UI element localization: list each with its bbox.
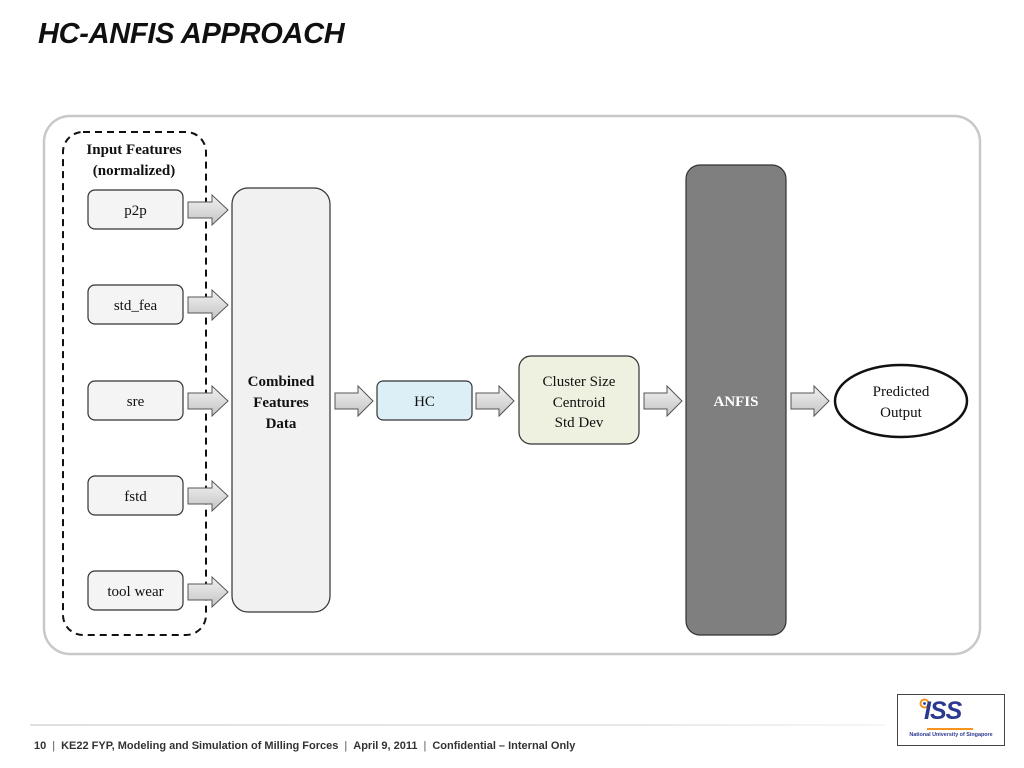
input-features-group bbox=[62, 131, 207, 636]
predicted-output-ellipse bbox=[833, 363, 969, 439]
iss-logo: ISS National University of Singapore bbox=[897, 694, 1005, 746]
footer-divider bbox=[30, 724, 885, 726]
arrow-sre-to-combined bbox=[187, 384, 229, 418]
arrow-combined-to-hc bbox=[334, 384, 374, 418]
anfis-box bbox=[685, 164, 787, 636]
combined-features-box bbox=[231, 187, 331, 613]
page-number: 10 bbox=[34, 740, 47, 752]
input-group-title-line2: (normalized) bbox=[93, 163, 175, 179]
footer-separator: | bbox=[423, 740, 427, 752]
logo-swirl-icon bbox=[919, 698, 930, 709]
logo-wordmark: ISS bbox=[924, 697, 962, 725]
arrow-std-fea-to-combined bbox=[187, 288, 229, 322]
feature-box-p2p: p2p bbox=[87, 189, 184, 230]
feature-label: std_fea bbox=[114, 298, 158, 314]
footer-confidentiality: Confidential – Internal Only bbox=[432, 740, 576, 752]
combined-label-line2: Features bbox=[253, 395, 309, 411]
feature-label: p2p bbox=[124, 203, 147, 219]
arrow-p2p-to-combined bbox=[187, 193, 229, 227]
footer-course: KE22 FYP, Modeling and Simulation of Mil… bbox=[61, 740, 339, 752]
arrow-anfis-to-output bbox=[790, 384, 830, 418]
combined-label-line3: Data bbox=[266, 416, 297, 432]
combined-label-line1: Combined bbox=[248, 374, 315, 390]
feature-box-tool-wear: tool wear bbox=[87, 570, 184, 611]
footer-separator: | bbox=[52, 740, 56, 752]
logo-subtitle: National University of Singapore bbox=[909, 732, 993, 738]
footer-separator: | bbox=[344, 740, 348, 752]
footer-date: April 9, 2011 bbox=[353, 740, 418, 752]
hc-label: HC bbox=[414, 394, 435, 410]
output-label-line1: Predicted bbox=[873, 384, 930, 400]
hc-box bbox=[376, 380, 473, 421]
feature-label: sre bbox=[127, 394, 145, 410]
diagram-frame bbox=[42, 114, 982, 656]
logo-underline bbox=[927, 728, 973, 730]
cluster-label-line2: Centroid bbox=[553, 395, 606, 411]
feature-box-std-fea: std_fea bbox=[87, 284, 184, 325]
slide-title: HC-ANFIS APPROACH bbox=[38, 18, 345, 50]
output-label-line2: Output bbox=[880, 405, 923, 421]
arrow-hc-to-cluster bbox=[475, 384, 515, 418]
cluster-label-line1: Cluster Size bbox=[543, 374, 616, 390]
feature-box-fstd: fstd bbox=[87, 475, 184, 516]
feature-label: fstd bbox=[124, 489, 147, 505]
arrow-tool-wear-to-combined bbox=[187, 575, 229, 609]
slide-footer: 10 | KE22 FYP, Modeling and Simulation of … bbox=[34, 740, 575, 752]
cluster-label-line3: Std Dev bbox=[555, 415, 604, 431]
arrow-cluster-to-anfis bbox=[643, 384, 683, 418]
arrow-fstd-to-combined bbox=[187, 479, 229, 513]
feature-box-sre: sre bbox=[87, 380, 184, 421]
cluster-stats-box bbox=[518, 355, 640, 445]
anfis-label: ANFIS bbox=[713, 394, 758, 410]
input-group-title-line1: Input Features bbox=[86, 142, 181, 158]
feature-label: tool wear bbox=[107, 584, 163, 600]
